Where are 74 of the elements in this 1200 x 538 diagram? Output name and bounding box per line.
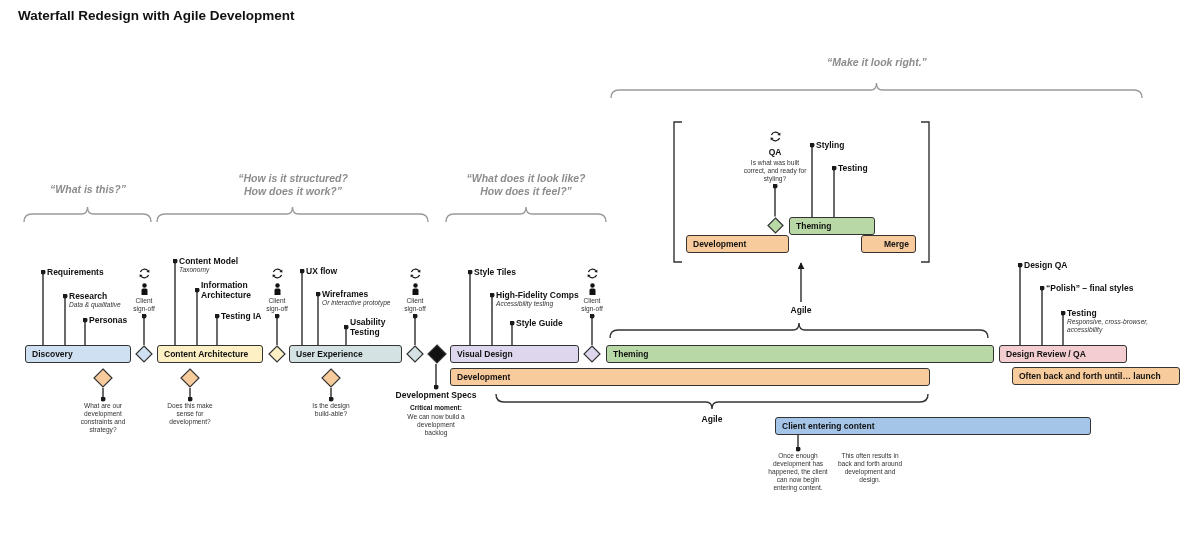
task-label: Testing — [1067, 308, 1098, 318]
task-label: Content Model — [179, 256, 240, 266]
task-label: High-Fidelity Comps — [496, 290, 580, 300]
leader-line — [328, 387, 334, 402]
task-label: Design QA — [1024, 260, 1069, 270]
qa-label: QA — [768, 147, 782, 157]
quote-heading: “What does it look like? How does it feel?” — [465, 172, 587, 197]
leader-line — [1060, 310, 1066, 346]
leader-line — [40, 269, 46, 346]
leader-line — [214, 313, 220, 346]
leader-line — [187, 387, 193, 402]
task-label: “Polish” – final styles — [1046, 283, 1135, 293]
leader-line — [315, 291, 321, 346]
leader-line — [274, 313, 280, 346]
leader-line — [772, 183, 778, 218]
task-label: Requirements — [47, 267, 105, 277]
milestone-diamond — [268, 345, 286, 363]
leader-line — [1017, 262, 1023, 346]
leader-line — [412, 313, 418, 346]
task-label: Usability Testing — [350, 317, 387, 337]
quote-heading: “What is this?” — [49, 183, 127, 196]
task-label: Wireframes — [322, 289, 370, 299]
leader-line — [100, 387, 106, 402]
leader-line — [809, 142, 815, 218]
leader-line — [589, 313, 595, 346]
section-label: Agile — [701, 414, 723, 424]
arrow — [797, 262, 805, 303]
leader-line — [433, 363, 439, 390]
quote-heading: “How is it structured? How does it work?” — [237, 172, 349, 197]
leader-line — [489, 292, 495, 346]
milestone-diamond — [180, 368, 200, 388]
leader-line — [343, 324, 349, 346]
leader-line — [62, 293, 68, 346]
phase-bar: Theming — [789, 217, 875, 235]
task-label: Testing — [838, 163, 869, 173]
leader-line — [1039, 285, 1045, 346]
phase-bar: Development — [450, 368, 930, 386]
milestone-diamond — [321, 368, 341, 388]
phase-bar: Content Architecture — [157, 345, 263, 363]
diagram-title: Waterfall Redesign with Agile Development — [18, 8, 295, 23]
phase-bar: Client entering content — [775, 417, 1091, 435]
task-label: Personas — [89, 315, 129, 325]
phase-bar: Design Review / QA — [999, 345, 1127, 363]
milestone-diamond — [93, 368, 113, 388]
leader-line — [194, 287, 200, 346]
milestone-diamond — [583, 345, 601, 363]
task-label: Styling — [816, 140, 846, 150]
phase-bar: Discovery — [25, 345, 131, 363]
task-label: Style Tiles — [474, 267, 517, 277]
milestone-diamond — [427, 344, 447, 364]
leader-line — [299, 268, 305, 346]
milestone-label: Development Specs — [395, 390, 477, 400]
phase-bar: Theming — [606, 345, 994, 363]
quote-heading: “Make it look right.” — [826, 56, 928, 69]
phase-bar: Merge — [861, 235, 916, 253]
leader-line — [467, 269, 473, 346]
task-label: Testing IA — [221, 311, 263, 321]
leader-line — [509, 320, 515, 346]
leader-line — [172, 258, 178, 346]
task-label: UX flow — [306, 266, 339, 276]
phase-bar: Often back and forth until… launch — [1012, 367, 1180, 385]
phase-bar: User Experience — [289, 345, 402, 363]
leader-line — [795, 434, 801, 452]
task-label: Information Architecture — [201, 280, 253, 300]
section-label: Agile — [790, 305, 812, 315]
task-label: Style Guide — [516, 318, 564, 328]
phase-bar: Development — [686, 235, 789, 253]
phase-bar: Visual Design — [450, 345, 579, 363]
task-label: Research — [69, 291, 109, 301]
leader-line — [831, 165, 837, 218]
milestone-diamond — [406, 345, 424, 363]
milestone-diamond — [135, 345, 153, 363]
leader-line — [82, 317, 88, 346]
leader-line — [141, 313, 147, 346]
